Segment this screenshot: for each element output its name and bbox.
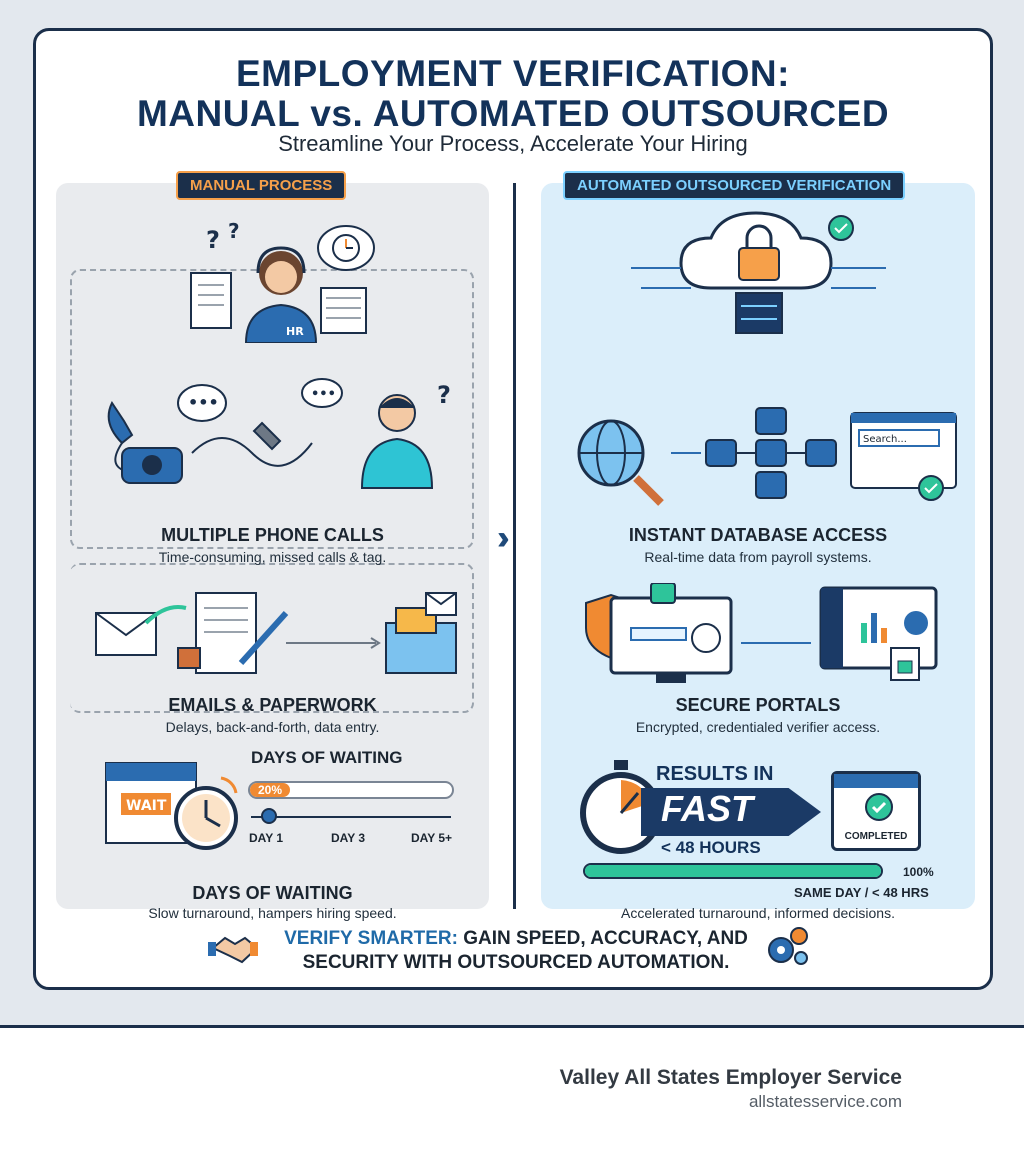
phone-calls-icon: ••• ••• ? xyxy=(107,378,451,489)
wait-badge: WAIT xyxy=(126,798,167,814)
results-progress-fill xyxy=(585,865,881,877)
hr-agent-icon: ? ? HR xyxy=(190,219,375,343)
days-waiting-heading: DAYS OF WAITING xyxy=(251,748,403,767)
results-desc: Accelerated turnaround, informed decisio… xyxy=(621,905,895,921)
svg-text:•••: ••• xyxy=(188,393,219,412)
bottom-divider xyxy=(0,1025,1024,1028)
calendar-wait-icon: WAIT xyxy=(105,762,238,850)
results-in-label: RESULTS IN xyxy=(656,763,774,785)
results-progress-label: 100% xyxy=(903,865,934,879)
center-divider xyxy=(513,183,516,909)
completed-label: COMPLETED xyxy=(844,831,908,842)
footer-line-1: VERIFY SMARTER: GAIN SPEED, ACCURACY, AN… xyxy=(206,927,826,951)
days-timeline xyxy=(251,816,451,818)
double-chevron-icon: ›› xyxy=(497,519,509,557)
infographic-card: EMPLOYMENT VERIFICATION: MANUAL vs. AUTO… xyxy=(33,28,993,990)
manual-panel: MANUAL PROCESS ? ? HR xyxy=(56,171,489,921)
manual-process-tag: MANUAL PROCESS xyxy=(176,171,347,200)
day-label: DAY 5+ xyxy=(411,831,453,845)
same-day-label: SAME DAY / < 48 HRS xyxy=(794,885,929,900)
phone-calls-heading: MULTIPLE PHONE CALLS xyxy=(161,525,384,545)
brand-name: Valley All States Employer Service xyxy=(559,1066,902,1089)
svg-text:?: ? xyxy=(437,381,451,409)
check-circle-icon xyxy=(865,793,893,821)
database-desc: Real-time data from payroll systems. xyxy=(644,549,872,565)
svg-text:HR: HR xyxy=(286,325,304,338)
portals-heading: SECURE PORTALS xyxy=(675,695,841,715)
flow-dash-2 xyxy=(70,563,474,713)
subtitle: Streamline Your Process, Accelerate Your… xyxy=(278,131,748,156)
footer-highlight: VERIFY SMARTER: xyxy=(284,928,458,949)
footer-banner: VERIFY SMARTER: GAIN SPEED, ACCURACY, AN… xyxy=(206,927,826,975)
footer-line1-rest: GAIN SPEED, ACCURACY, AND xyxy=(457,928,748,949)
waiting-heading: DAYS OF WAITING xyxy=(192,883,353,903)
calendar-header xyxy=(834,774,918,788)
day-label: DAY 3 xyxy=(331,831,366,845)
emails-desc: Delays, back-and-forth, data entry. xyxy=(165,719,380,735)
brand-block: Valley All States Employer Service allst… xyxy=(560,1066,902,1112)
automated-tag: AUTOMATED OUTSOURCED VERIFICATION xyxy=(563,171,906,200)
under-48-hours-label: < 48 HOURS xyxy=(661,838,761,857)
waiting-progress-fill: 20% xyxy=(250,783,291,797)
secure-portal-icon xyxy=(585,583,938,683)
svg-text:•••: ••• xyxy=(311,387,336,402)
footer-line-2: SECURITY WITH OUTSOURCED AUTOMATION. xyxy=(302,952,730,973)
completed-calendar: COMPLETED xyxy=(831,771,921,851)
fast-label: FAST xyxy=(661,788,754,829)
portals-desc: Encrypted, credentialed verifier access. xyxy=(635,719,881,735)
handshake-icon xyxy=(208,936,258,964)
emails-heading: EMAILS & PAPERWORK xyxy=(168,695,377,715)
svg-text:?: ? xyxy=(228,219,240,243)
fast-arrow-shape xyxy=(641,788,821,836)
waiting-progress-bar: 20% xyxy=(248,781,454,799)
svg-text:?: ? xyxy=(206,226,220,254)
brand-footer xyxy=(0,1028,1024,1154)
waiting-desc: Slow turnaround, hampers hiring speed. xyxy=(148,905,397,921)
emails-paperwork-icon xyxy=(95,592,457,674)
phone-calls-desc: Time-consuming, missed calls & tag. xyxy=(158,549,387,565)
title-line-2: MANUAL vs. AUTOMATED OUTSOURCED xyxy=(136,93,890,134)
automated-panel: AUTOMATED OUTSOURCED VERIFICATION xyxy=(541,171,975,921)
database-network-icon: Search... xyxy=(577,407,957,506)
timeline-marker xyxy=(261,808,277,824)
title-line-1: EMPLOYMENT VERIFICATION: xyxy=(236,53,790,94)
day-label: DAY 1 xyxy=(249,831,284,845)
search-field-placeholder: Search... xyxy=(863,434,907,445)
cloud-server-icon xyxy=(631,211,886,334)
results-progress-bar xyxy=(583,863,883,879)
brand-url[interactable]: allstatesservice.com xyxy=(748,1092,902,1111)
gears-icon xyxy=(768,927,808,965)
database-heading: INSTANT DATABASE ACCESS xyxy=(628,525,888,545)
